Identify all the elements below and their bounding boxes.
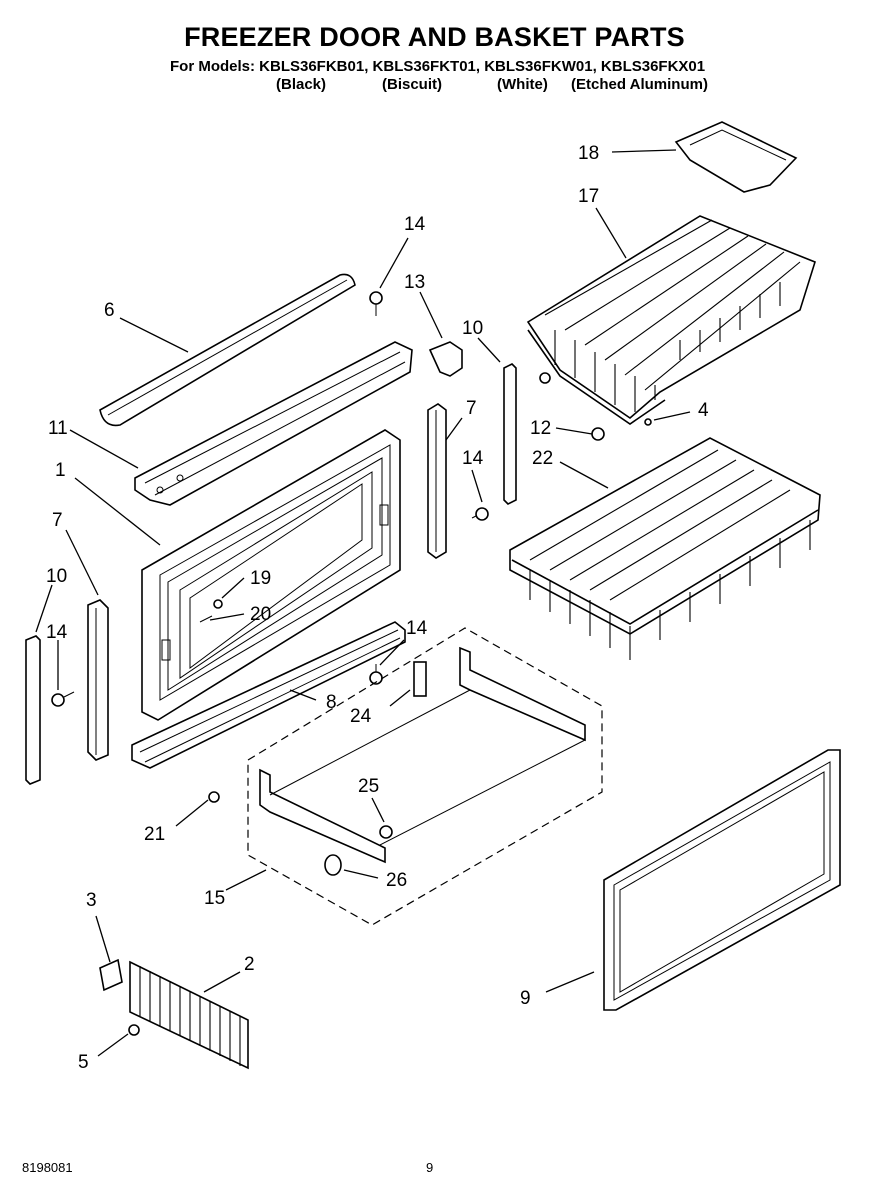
- variant-white: (White): [497, 76, 548, 93]
- callout-13: 13: [404, 272, 425, 293]
- callout-14-bottom: 14: [406, 618, 428, 639]
- part-2-kick-plate: [129, 960, 249, 1070]
- part-9-gasket: [603, 749, 841, 1011]
- callout-7-right: 7: [466, 398, 477, 419]
- callout-12: 12: [530, 418, 551, 439]
- callout-19: 19: [250, 568, 271, 589]
- part-11-top-cap: [134, 341, 413, 506]
- variant-biscuit: (Biscuit): [382, 76, 442, 93]
- callout-15: 15: [204, 888, 225, 909]
- part-22-lower-basket: [509, 437, 821, 660]
- part-5-screw: [128, 1024, 140, 1036]
- callout-9: 9: [520, 988, 531, 1009]
- leader-lines: [35, 149, 691, 1057]
- part-7-right-side-trim: [427, 403, 447, 559]
- callout-21: 21: [144, 824, 165, 845]
- page-number: 9: [426, 1160, 434, 1175]
- part-10-right-strip: [503, 363, 517, 505]
- callout-8: 8: [326, 692, 337, 713]
- callout-7-left: 7: [52, 510, 63, 531]
- part-3-clip: [99, 958, 123, 992]
- part-7-left-side-trim: [87, 599, 109, 761]
- callout-2: 2: [244, 954, 255, 975]
- variant-black: (Black): [276, 76, 327, 93]
- part-8-bottom-trim: [131, 621, 406, 769]
- callout-3: 3: [86, 890, 97, 911]
- variant-etched-aluminum: (Etched Aluminum): [571, 76, 708, 93]
- part-14-screws: [51, 291, 489, 707]
- callout-5: 5: [78, 1052, 89, 1073]
- part-10-left-strip: [25, 635, 41, 785]
- part-13-bracket: [428, 341, 463, 377]
- callout-14-right: 14: [462, 448, 484, 469]
- callout-25: 25: [358, 776, 379, 797]
- callout-6: 6: [104, 300, 115, 321]
- models-line: For Models: KBLS36FKB01, KBLS36FKT01, KB…: [170, 58, 706, 75]
- part-1-door-frame: [141, 429, 401, 721]
- page-title: FREEZER DOOR AND BASKET PARTS: [184, 22, 685, 52]
- callout-22: 22: [532, 448, 553, 469]
- callout-labels: 6 11 1 7 10 14 14 13 10 7 14 14 8 19 20 …: [46, 143, 709, 1073]
- callout-1: 1: [55, 460, 66, 481]
- part-18-cup: [674, 121, 798, 193]
- part-12-4-hardware: [591, 418, 652, 441]
- part-25-26-21-hardware: [208, 791, 393, 876]
- part-17-upper-basket: [526, 215, 816, 425]
- part-15-slide-assembly-outline: [247, 627, 603, 926]
- part-6-top-trim: [99, 273, 356, 427]
- callout-14-top: 14: [404, 214, 426, 235]
- callout-10-left: 10: [46, 566, 67, 587]
- callout-24: 24: [350, 706, 372, 727]
- callout-26: 26: [386, 870, 407, 891]
- slide-rails: [259, 646, 586, 864]
- callout-11: 11: [48, 418, 68, 439]
- callout-20: 20: [250, 604, 271, 625]
- callout-10-right: 10: [462, 318, 483, 339]
- callout-4: 4: [698, 400, 709, 421]
- callout-18: 18: [578, 143, 599, 164]
- callout-14-left: 14: [46, 622, 68, 643]
- callout-17: 17: [578, 186, 599, 207]
- document-number: 8198081: [22, 1160, 73, 1175]
- part-24-clip: [413, 661, 427, 697]
- part-19-20-fasteners: [199, 599, 223, 623]
